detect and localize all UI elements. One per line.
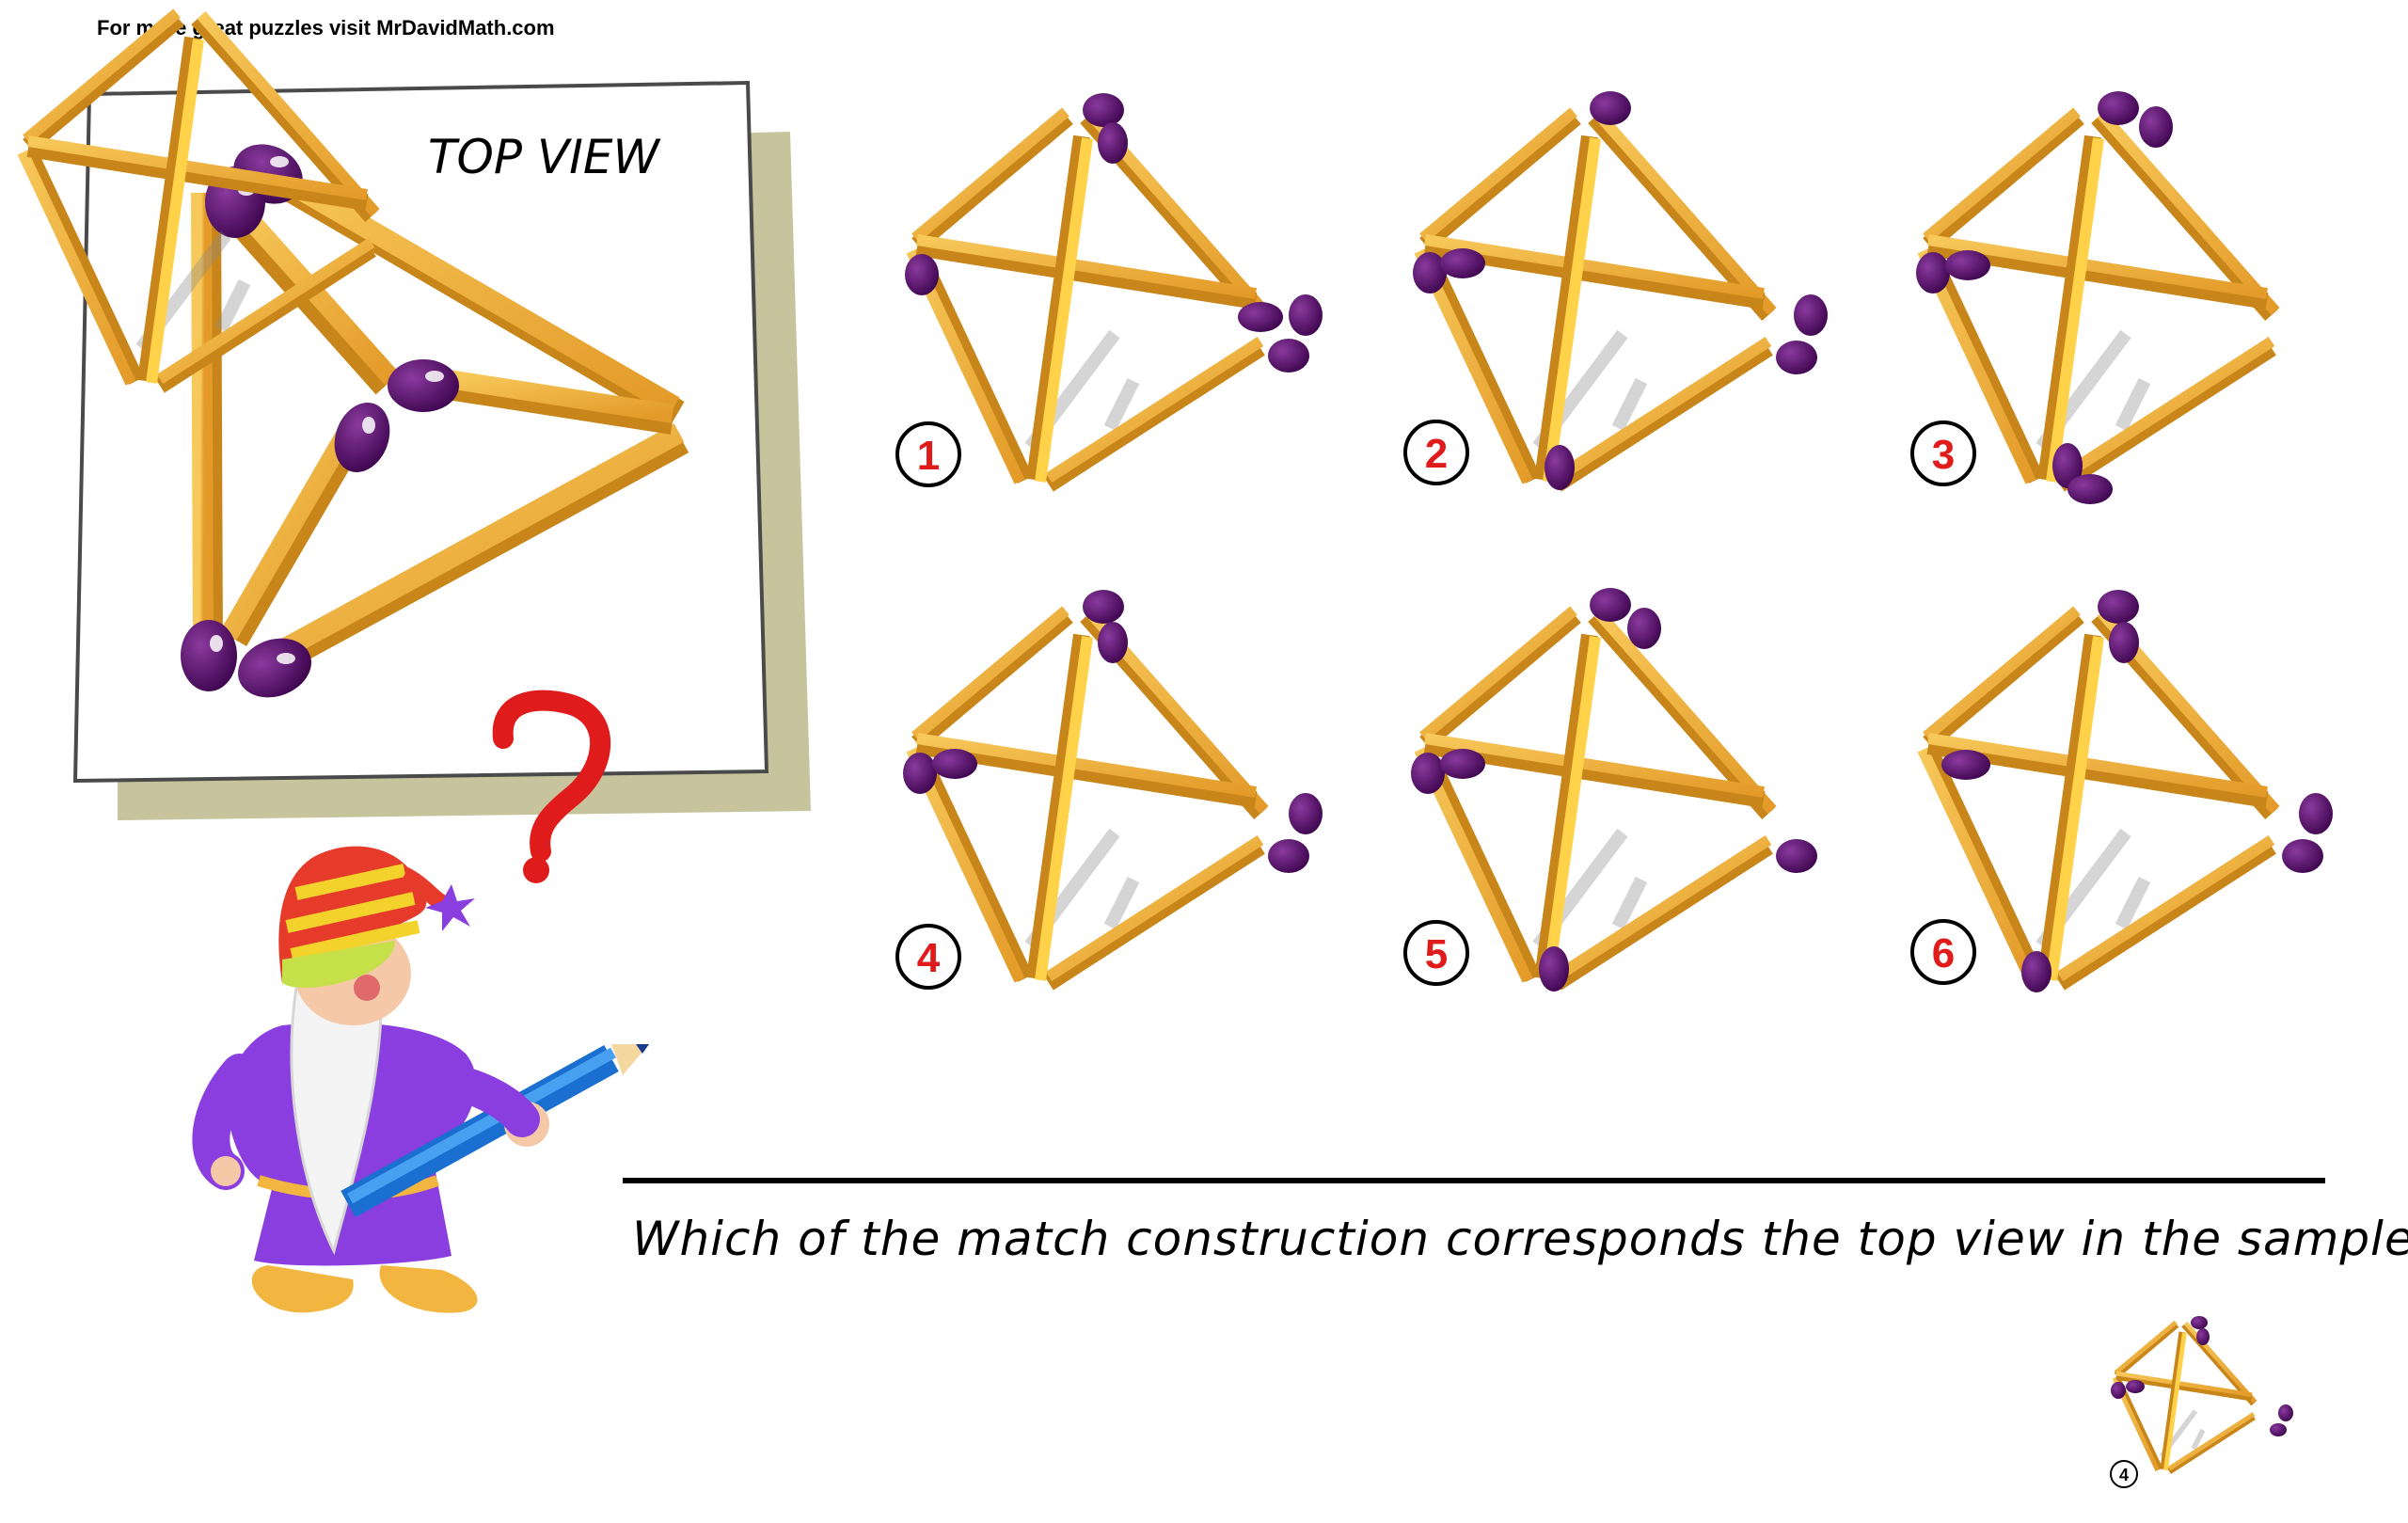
question-text: Which of the match construction correspo…	[632, 1212, 2408, 1266]
match-head	[2299, 793, 2333, 834]
answer-number: 4	[2119, 1466, 2129, 1484]
match-head	[1545, 445, 1575, 490]
match-head	[238, 638, 311, 698]
match-head	[2282, 839, 2323, 873]
match-head	[388, 359, 459, 412]
option-number: 4	[917, 935, 941, 981]
match-head	[1083, 93, 1124, 127]
option-number-badge	[2110, 1460, 2138, 1488]
option-2[interactable]: 2	[1403, 91, 1828, 490]
star-icon	[425, 884, 475, 931]
match-head	[1794, 294, 1828, 336]
match-head	[1440, 248, 1485, 278]
match-head	[1098, 122, 1128, 164]
wizard-beard	[290, 986, 383, 1256]
wizard-mascot	[192, 846, 649, 1313]
match-head	[1440, 749, 1485, 779]
match-head	[2067, 474, 2113, 504]
option-number: 1	[917, 433, 940, 479]
match-head	[1083, 590, 1124, 624]
match-head	[334, 403, 390, 472]
match-head	[181, 620, 237, 691]
option-number-badge[interactable]	[895, 924, 961, 990]
match-head	[1776, 839, 1817, 873]
match-head	[1627, 608, 1661, 649]
option-number-badge[interactable]	[1403, 420, 1469, 485]
match-head	[2139, 106, 2173, 148]
match-head	[1268, 839, 1309, 873]
sample-card	[72, 80, 811, 820]
match-head	[905, 254, 939, 295]
option-frame	[17, 8, 380, 393]
match-head	[1941, 750, 1990, 780]
match-head	[1238, 302, 1283, 332]
pencil-icon	[341, 1044, 649, 1217]
question-mark-icon	[492, 690, 611, 883]
match-head	[1289, 793, 1323, 834]
option-5[interactable]: 5	[1403, 588, 1817, 992]
option-number: 3	[1932, 432, 1955, 478]
answer-thumbnail: 4	[2110, 1316, 2293, 1488]
match-head	[903, 753, 937, 794]
match-head	[1776, 341, 1817, 374]
match-head	[1539, 946, 1569, 992]
match-head	[2109, 622, 2139, 663]
match-head	[1411, 753, 1445, 794]
match-head	[2098, 590, 2139, 624]
option-number-badge[interactable]	[1403, 920, 1469, 986]
match-head	[1268, 339, 1309, 373]
match-head	[2098, 91, 2139, 125]
match-head	[1590, 588, 1631, 622]
sample-title: TOP VIEW	[428, 130, 659, 184]
match-head	[1289, 294, 1323, 336]
option-number: 2	[1425, 431, 1448, 477]
match-head	[1098, 622, 1128, 663]
match-head	[1916, 252, 1950, 293]
option-number-badge[interactable]	[895, 421, 961, 487]
option-1[interactable]: 1	[895, 93, 1323, 487]
option-number-badge[interactable]	[1910, 420, 1976, 486]
option-3[interactable]: 3	[1910, 91, 2275, 504]
option-6[interactable]: 6	[1910, 590, 2333, 992]
option-number: 5	[1425, 931, 1448, 977]
option-4[interactable]: 4	[895, 590, 1323, 990]
option-number: 6	[1932, 930, 1955, 976]
option-number-badge[interactable]	[1910, 919, 1976, 985]
match-head	[2021, 951, 2052, 992]
match-head	[1945, 250, 1990, 280]
match-head	[932, 749, 977, 779]
match-head	[1413, 252, 1447, 293]
match-head	[2052, 443, 2083, 488]
match-head	[1590, 91, 1631, 125]
